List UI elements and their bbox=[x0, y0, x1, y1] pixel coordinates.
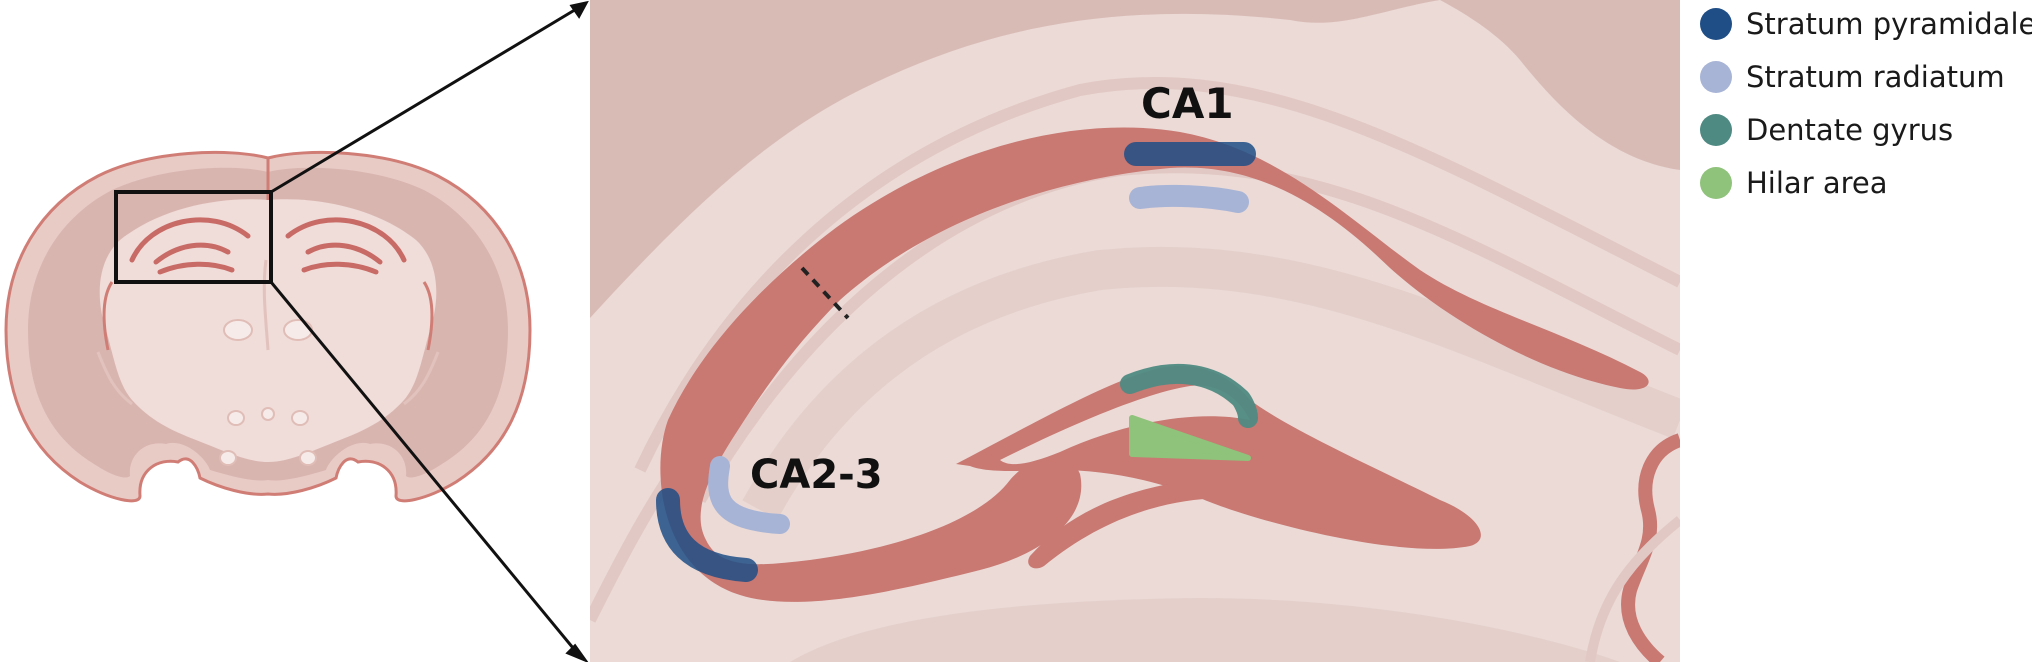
region-label-ca23: CA2-3 bbox=[750, 452, 883, 498]
region-label-ca1: CA1 bbox=[1141, 79, 1234, 128]
ca1-stratum-radiatum bbox=[1129, 184, 1249, 213]
legend-swatch bbox=[1700, 61, 1732, 93]
hilar-area bbox=[1129, 415, 1251, 461]
ammons-horn bbox=[660, 127, 1649, 602]
legend-swatch bbox=[1700, 167, 1732, 199]
legend-label: Hilar area bbox=[1746, 166, 1888, 200]
ca23-stratum-pyramidale bbox=[656, 488, 758, 582]
ca23-stratum-radiatum bbox=[708, 456, 790, 534]
brain-section bbox=[4, 150, 532, 503]
zoom-connectors bbox=[269, 0, 589, 662]
hippocampus-panel: CA1 CA2-3 bbox=[590, 0, 1680, 662]
dentate-gyrus-lower bbox=[1028, 476, 1466, 569]
legend-label: Stratum pyramidale bbox=[1746, 7, 2032, 41]
legend-swatch bbox=[1700, 114, 1732, 146]
zoom-box bbox=[114, 190, 273, 284]
dentate-gyrus-layer bbox=[1120, 363, 1258, 428]
legend-label: Stratum radiatum bbox=[1746, 60, 2005, 94]
legend-swatch bbox=[1700, 8, 1732, 40]
ca-boundary-dash bbox=[800, 266, 850, 320]
legend-label: Dentate gyrus bbox=[1746, 113, 1953, 147]
